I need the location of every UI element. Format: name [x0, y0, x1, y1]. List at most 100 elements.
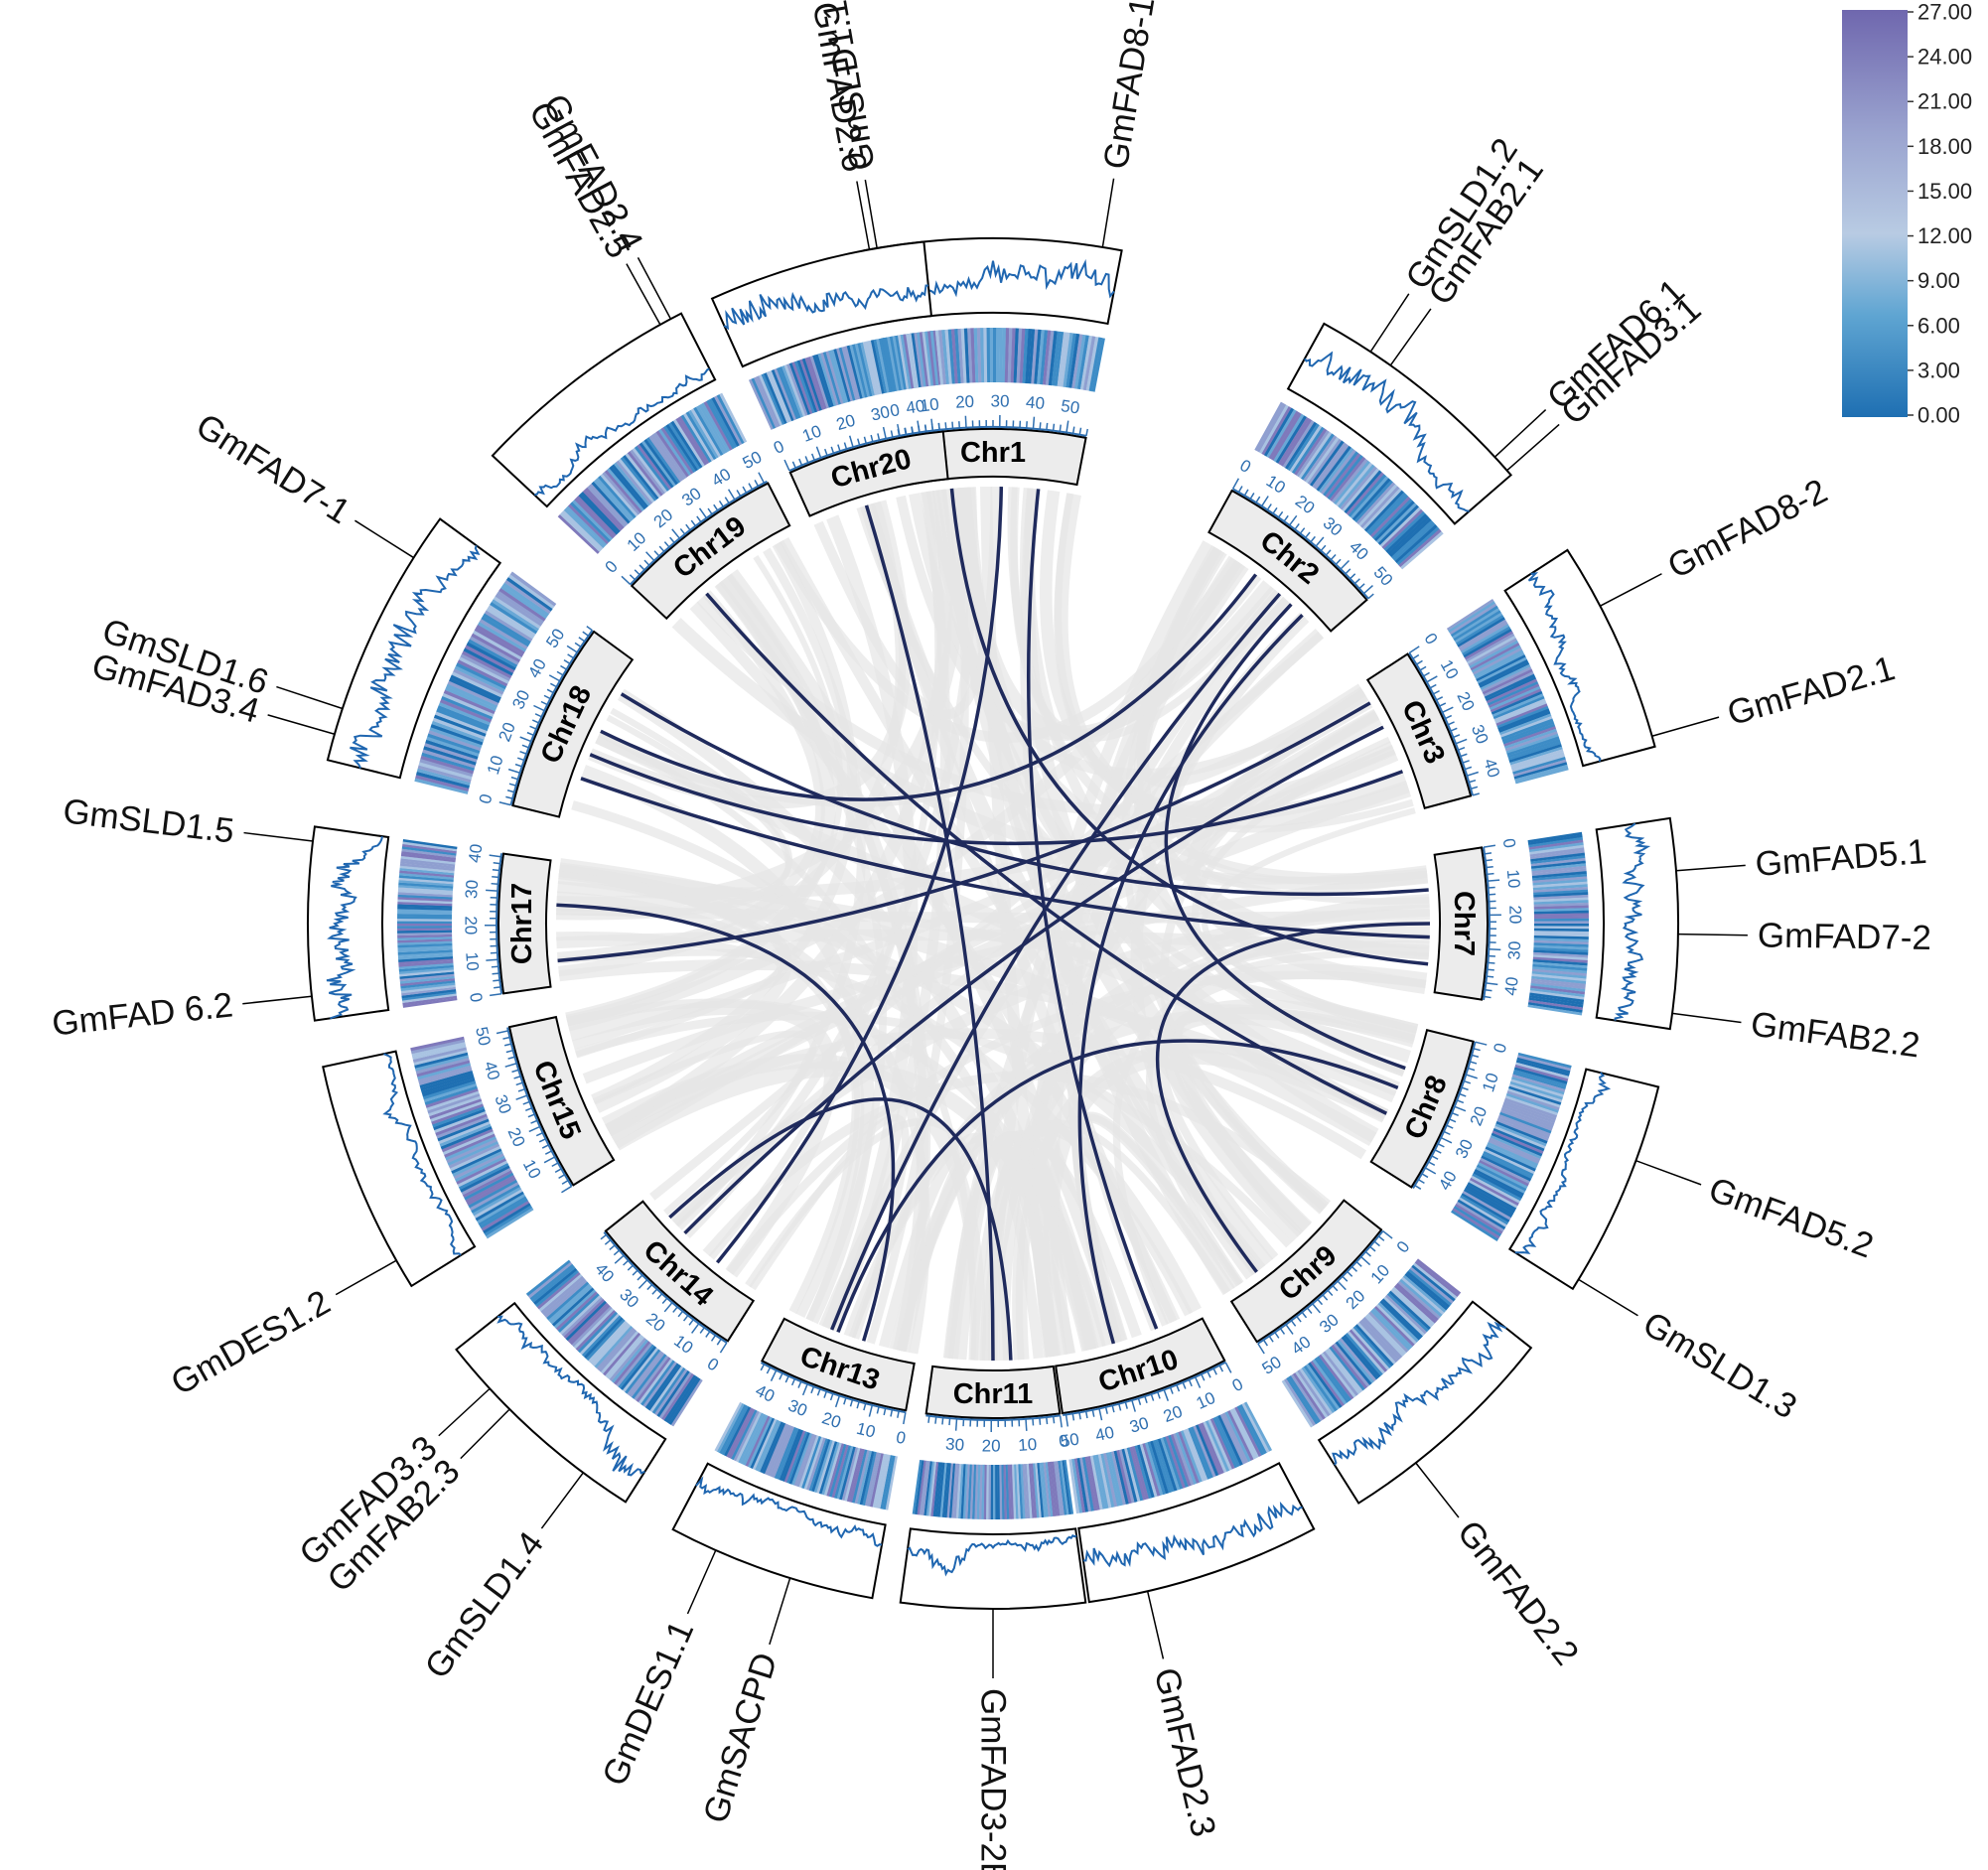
line-plot [326, 836, 383, 1020]
gene-density-cell [446, 1138, 497, 1164]
gene-density-cell [889, 336, 903, 391]
tick-mark [653, 550, 660, 557]
gene-density-cell [397, 951, 453, 958]
gene-density-cell [609, 1337, 647, 1381]
tick-mark [1360, 1255, 1371, 1266]
tick-mark [1201, 1373, 1206, 1381]
background-link [617, 688, 1096, 1352]
gene-density-cell [895, 335, 907, 390]
gene-density-cell [481, 616, 530, 647]
gene-density-cell [1028, 1463, 1035, 1518]
gene-density-cell [1480, 663, 1531, 691]
gene-density-cell [549, 1285, 593, 1325]
gene-density-cell [1476, 654, 1526, 682]
gene-density-cell [1343, 1334, 1381, 1378]
tick-mark [637, 1274, 643, 1281]
gene-density-cell [397, 932, 453, 936]
gene-density-cell [884, 337, 898, 392]
gene-density-cell [1234, 1406, 1262, 1458]
gene-density-cell [413, 1049, 468, 1066]
tick-label: 50 [1060, 396, 1081, 418]
gene-density-cell [1533, 937, 1589, 942]
gene-density-cell [1507, 1088, 1561, 1108]
tick-mark [1144, 1395, 1148, 1403]
gene-density-cell [417, 1063, 472, 1080]
gene-density-cell [1505, 1092, 1559, 1113]
gene-density-cell [1340, 466, 1378, 510]
gene-density-cell [750, 1417, 776, 1469]
gene-density-cell [1494, 1123, 1547, 1147]
gene-density-cell [781, 365, 804, 418]
gene-density-cell [1018, 1464, 1024, 1519]
gene-density-cell [648, 435, 683, 483]
gene-leader-line [1675, 864, 1746, 872]
gene-density-cell [670, 1378, 703, 1427]
gene-density-cell [611, 1339, 649, 1383]
gene-density-cell [1475, 651, 1525, 680]
tick-mark [645, 551, 655, 562]
gene-density-cell [1236, 1405, 1265, 1456]
gene-density-cell [583, 1317, 624, 1360]
background-link [954, 487, 1379, 1143]
line-plot [1332, 1321, 1507, 1466]
gene-density-cell [708, 398, 738, 448]
gene-density-cell [1165, 1435, 1186, 1489]
background-link [556, 929, 1430, 957]
gene-density-cell [397, 921, 453, 924]
gene-pair-link [715, 487, 1004, 1264]
gene-density-cell [559, 511, 602, 552]
tick-axis [506, 1027, 573, 1187]
gene-density-cell [585, 1318, 626, 1362]
gene-density-cell [683, 412, 715, 462]
tick-label: 10 [1018, 1435, 1038, 1455]
gene-density-cell [400, 980, 456, 989]
gene-density-cell [795, 1434, 817, 1488]
gene-density-cell [999, 1464, 1003, 1519]
tick-label: 20 [503, 1125, 528, 1150]
gene-density-cell [432, 1105, 485, 1128]
gene-density-cell [1498, 1111, 1552, 1134]
tick-label: 10 [1479, 1071, 1502, 1094]
chromosome-box [497, 852, 552, 995]
gene-density-cell [1530, 857, 1586, 867]
tick-mark [1453, 734, 1461, 739]
tick-label: 30 [508, 687, 533, 712]
line-plot [907, 1534, 1077, 1577]
tick-mark [1414, 1184, 1422, 1190]
gene-density-cell [698, 403, 729, 454]
gene-density-cell [1016, 1464, 1021, 1519]
tick-mark [934, 1416, 937, 1424]
tick-mark [1429, 683, 1437, 689]
gene-density-cell [456, 662, 507, 690]
gene-density-cell [1147, 1441, 1167, 1496]
gene-density-cell [567, 1302, 609, 1344]
tick-label: 40 [753, 1381, 778, 1406]
tick-mark [1249, 493, 1255, 500]
gene-density-cell [479, 1198, 528, 1229]
tick-mark [1467, 771, 1479, 777]
tick-mark [1367, 593, 1374, 600]
gene-density-cell [462, 1170, 513, 1199]
tick-mark [823, 448, 828, 456]
gene-density-cell [418, 1068, 473, 1085]
tick-mark [1283, 514, 1289, 522]
gene-density-cell [1011, 1464, 1017, 1519]
gene-density-cell [401, 988, 457, 999]
gene-density-cell [1472, 647, 1523, 675]
gene-density-cell [642, 1361, 677, 1408]
tick-mark [544, 1150, 552, 1155]
gene-density-cell [410, 1039, 466, 1055]
gene-density-cell [475, 1191, 524, 1222]
gene-density-cell [932, 1462, 941, 1517]
gene-density-cell [623, 454, 659, 500]
gene-density-cell [593, 479, 633, 522]
gene-density-cell [1045, 330, 1055, 385]
tick-mark [1488, 879, 1500, 882]
gene-density-cell [989, 327, 994, 383]
gene-density-cell [876, 339, 890, 393]
tick-label: 40 [1025, 392, 1045, 412]
tick-mark [578, 637, 586, 643]
gene-density-cell [431, 720, 485, 743]
tick-mark [748, 483, 754, 491]
gene-density-cell [399, 973, 455, 982]
